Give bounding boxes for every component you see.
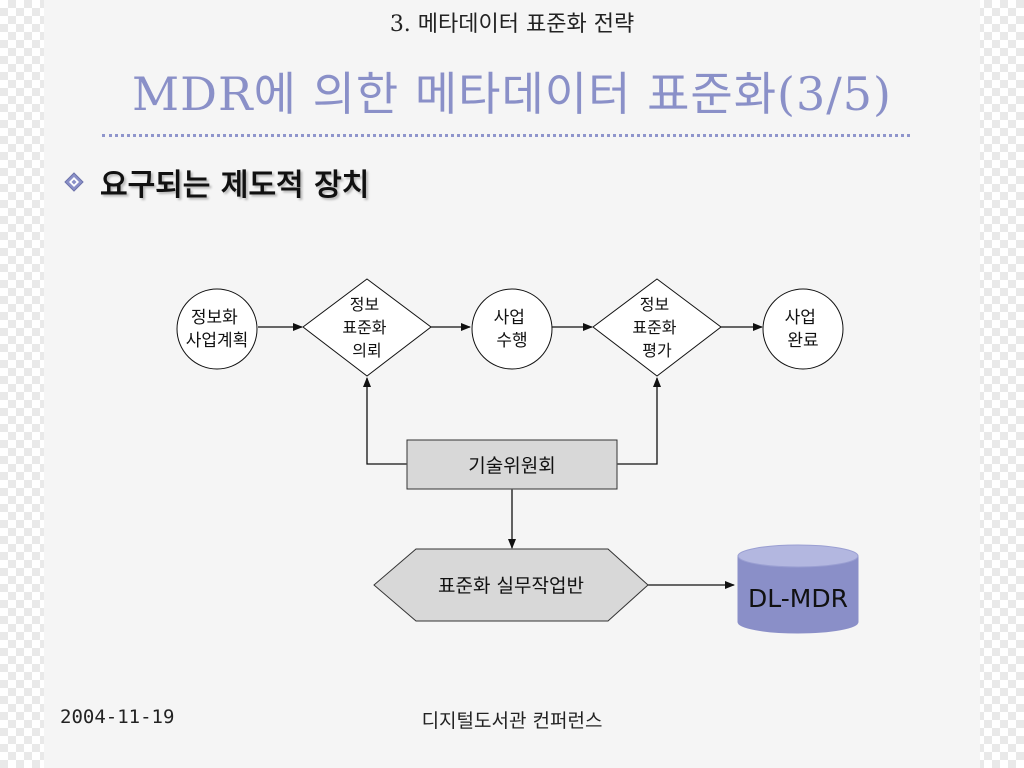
slide-title: MDR에 의한 메타데이터 표준화(3/5): [132, 67, 892, 121]
svg-text:사업 수행: 사업 수행: [494, 308, 531, 351]
node-completion-line1: 사업: [785, 308, 816, 328]
node-execution-line1: 사업: [494, 308, 525, 328]
bullet-text: 요구되는 제도적 장치: [100, 168, 370, 203]
node-evaluation-line1: 정보: [640, 295, 669, 314]
database-cylinder-icon: DL-MDR: [737, 544, 859, 634]
node-business-completion: 사업 완료: [762, 288, 844, 370]
node-evaluation-line2: 표준화: [632, 318, 676, 337]
node-business-plan-line1: 정보화: [191, 308, 238, 328]
section-label: 3. 메타데이터 표준화 전략: [389, 12, 635, 37]
node-committee-label: 기술위원회: [468, 455, 555, 477]
node-request-line2: 표준화: [342, 318, 386, 337]
node-business-plan: 정보화 사업계획: [176, 288, 258, 370]
node-business-plan-line2: 사업계획: [186, 331, 249, 351]
diamond-bullet-icon: [64, 172, 84, 192]
node-completion-line2: 완료: [787, 331, 818, 351]
svg-text:사업 완료: 사업 완료: [785, 308, 822, 351]
node-evaluation-line3: 평가: [642, 341, 672, 360]
title-divider: [102, 134, 910, 137]
node-execution-line2: 수행: [496, 331, 527, 351]
svg-text:정보 표준화 평가: 정보 표준화 평가: [632, 295, 681, 360]
svg-text:정보 표준화 의뢰: 정보 표준화 의뢰: [342, 295, 391, 360]
node-standardization-request: 정보 표준화 의뢰: [302, 278, 432, 377]
node-request-line3: 의뢰: [352, 341, 381, 360]
arrow-committee-request: [363, 377, 415, 468]
node-standardization-workgroup: 표준화 실무작업반: [373, 548, 649, 622]
node-request-line1: 정보: [350, 295, 379, 314]
process-diagram: 정보화 사업계획 정보 표준화 의뢰 사업 수행 정보: [176, 278, 859, 634]
node-standardization-evaluation: 정보 표준화 평가: [592, 278, 722, 377]
slide: 3. 메타데이터 표준화 전략 MDR에 의한 메타데이터 표준화(3/5) 요…: [44, 0, 980, 768]
node-workgroup-label: 표준화 실무작업반: [438, 575, 584, 597]
node-technical-committee: 기술위원회: [406, 439, 618, 490]
svg-text:정보화 사업계획: 정보화 사업계획: [186, 308, 249, 351]
footer-date: 2004-11-19: [60, 706, 175, 728]
bullet-item: 요구되는 제도적 장치: [64, 162, 370, 203]
database-label: DL-MDR: [748, 584, 848, 613]
arrow-committee-evaluate: [609, 377, 661, 468]
node-business-execution: 사업 수행: [471, 288, 553, 370]
footer-event-name: 디지털도서관 컨퍼런스: [421, 710, 603, 732]
